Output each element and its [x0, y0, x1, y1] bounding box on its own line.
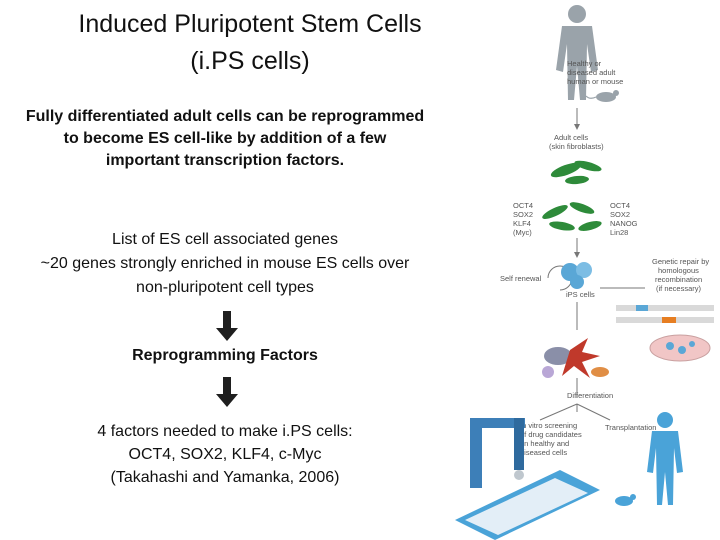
ips-cells-label: iPS cells — [566, 290, 595, 299]
well-plate-icon — [455, 470, 600, 540]
factors-line-3: (Takahashi and Yamanka, 2006) — [110, 469, 340, 486]
left-factor-3: KLF4 — [513, 219, 531, 228]
gene-line-1: List of ES cell associated genes — [112, 231, 338, 248]
gene-list-text: List of ES cell associated genes ~20 gen… — [0, 228, 450, 300]
intro-line-3: important transcription factors. — [105, 152, 345, 169]
left-factor-1: OCT4 — [513, 201, 533, 210]
flow-arrow — [576, 403, 611, 421]
intro-text: Fully differentiated adult cells can be … — [0, 106, 450, 172]
differentiation-label: Differentiation — [567, 391, 613, 400]
four-factors-text: 4 factors needed to make i.PS cells: OCT… — [0, 420, 450, 489]
ips-workflow-figure: Healthy or diseased adult human or mouse… — [455, 5, 714, 540]
screening-label-1: In vitro screening — [520, 421, 577, 430]
screening-label-3: on healthy and — [520, 439, 569, 448]
self-renewal-label: Self renewal — [500, 274, 542, 283]
flow-arrowhead — [574, 252, 580, 258]
healthy-label-2: diseased adult — [567, 68, 616, 77]
dna-strand-icon — [616, 305, 714, 323]
gene-line-2: ~20 genes strongly enriched in mouse ES … — [40, 255, 410, 272]
human-blue-silhouette-icon — [647, 412, 683, 505]
repair-label-4: (if necessary) — [656, 284, 702, 293]
mouse-blue-silhouette-icon — [615, 494, 636, 506]
factors-line-2: OCT4, SOX2, KLF4, c-Myc — [128, 446, 322, 463]
title-line-1: Induced Pluripotent Stem Cells — [78, 10, 422, 38]
left-factor-2: SOX2 — [513, 210, 533, 219]
fibroblast-cells-icon — [550, 160, 602, 185]
right-factor-1: OCT4 — [610, 201, 630, 210]
screening-label-4: diseased cells — [520, 448, 567, 457]
flow-arrowhead — [574, 124, 580, 130]
ips-cells-icon — [561, 262, 592, 289]
page-title: Induced Pluripotent Stem Cells (i.PS cel… — [0, 6, 500, 80]
healthy-label-3: human or mouse — [567, 77, 623, 86]
left-factor-4: (Myc) — [513, 228, 532, 237]
intro-line-1: Fully differentiated adult cells can be … — [25, 108, 425, 125]
differentiated-cells-icon — [542, 338, 609, 378]
mouse-silhouette-icon — [585, 90, 619, 102]
reprogramming-factors-label: Reprogramming Factors — [132, 347, 318, 364]
adult-cells-label-1: Adult cells — [554, 133, 588, 142]
intro-line-2: to become ES cell-like by addition of a … — [63, 130, 387, 147]
screening-label-2: of drug candidates — [520, 430, 582, 439]
down-arrow-shape — [216, 377, 238, 407]
flow-arrow — [539, 403, 578, 421]
repair-label-3: recombination — [655, 275, 702, 284]
title-line-2: (i.PS cells) — [190, 47, 310, 75]
down-arrow-icon — [216, 377, 238, 407]
human-silhouette-icon — [556, 5, 598, 100]
factors-line-1: 4 factors needed to make i.PS cells: — [97, 423, 353, 440]
right-factor-2: SOX2 — [610, 210, 630, 219]
transduced-cells-icon — [542, 202, 602, 231]
culture-dish-icon — [649, 334, 711, 362]
down-arrow-icon — [216, 311, 238, 341]
robot-arm-icon — [470, 418, 525, 488]
healthy-label-1: Healthy or — [567, 59, 602, 68]
transplantation-label: Transplantation — [605, 423, 656, 432]
down-arrow-shape — [216, 311, 238, 341]
repair-label-1: Genetic repair by — [652, 257, 709, 266]
repair-label-2: homologous — [658, 266, 699, 275]
gene-line-3: non-pluripotent cell types — [136, 279, 314, 296]
adult-cells-label-2: (skin fibroblasts) — [549, 142, 604, 151]
right-factor-4: Lin28 — [610, 228, 628, 237]
right-factor-3: NANOG — [610, 219, 638, 228]
